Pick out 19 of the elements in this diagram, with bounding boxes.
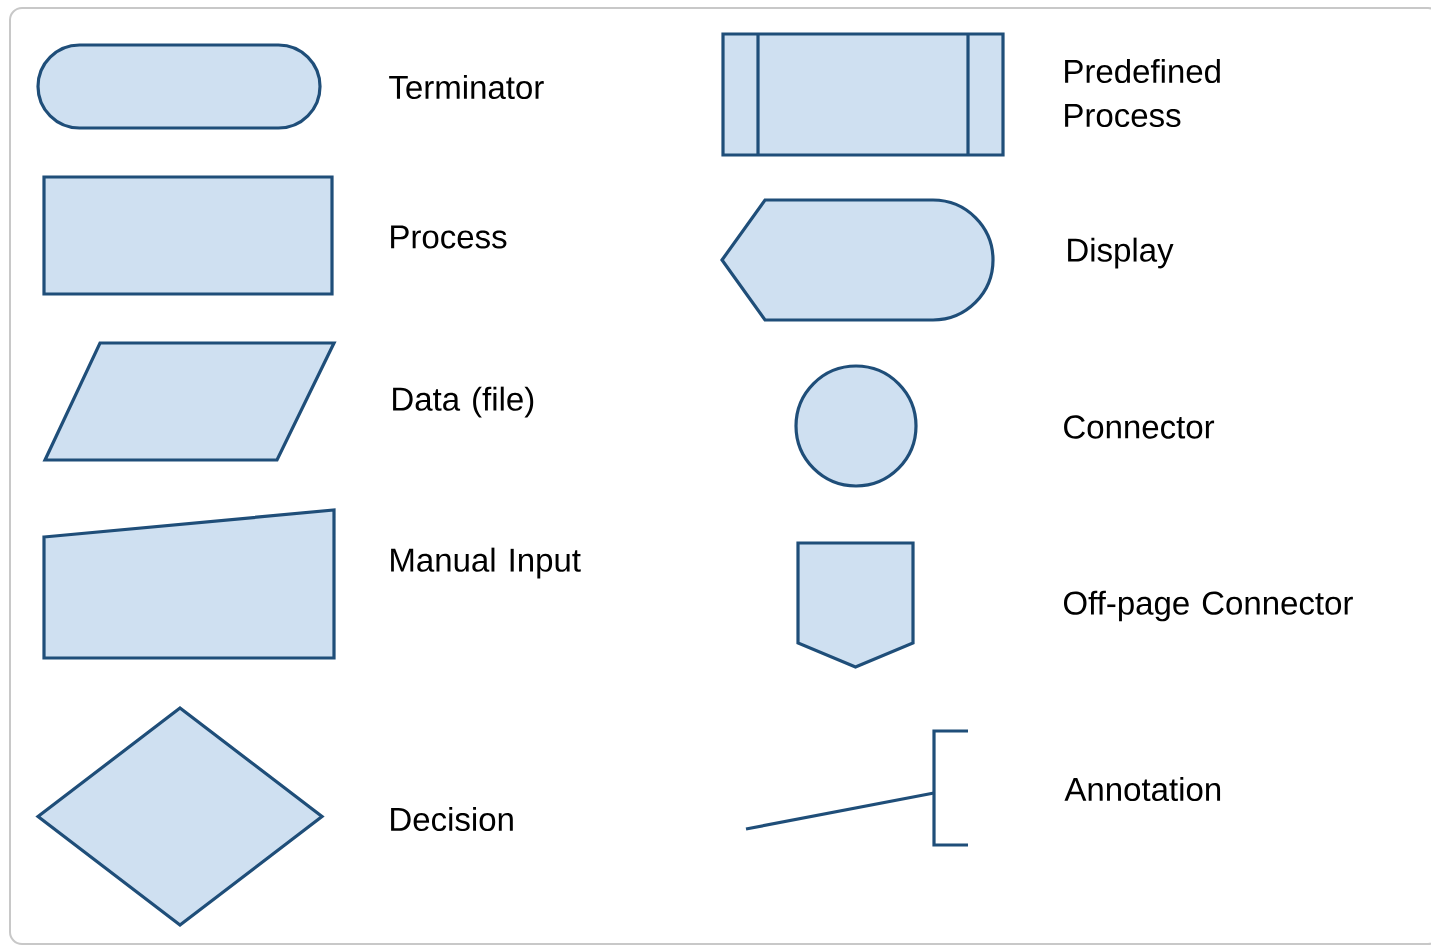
pentagon-symbol <box>796 541 915 669</box>
symbol-label: Process <box>391 225 507 249</box>
symbol-label: Connector <box>1064 415 1215 439</box>
predefined-symbol <box>721 32 1005 157</box>
symbol-label: Decision <box>391 806 513 832</box>
trapezoid-symbol <box>42 508 336 660</box>
symbol-label: Manual Input <box>391 547 581 579</box>
display-symbol <box>720 198 995 322</box>
bracket-symbol <box>932 729 968 847</box>
symbol-label: Off-page Connector <box>1063 590 1353 622</box>
symbol-label: Data (file) <box>393 386 534 418</box>
circle-symbol <box>794 364 918 488</box>
symbol-label: Annotation <box>1064 776 1221 802</box>
symbol-label: Display <box>1068 237 1174 269</box>
box-symbol <box>42 175 334 296</box>
symbol-label: Terminator <box>389 74 544 100</box>
symbol-label: Predefined Process <box>1065 58 1220 128</box>
terminator-symbol <box>36 43 322 130</box>
leader-line <box>745 791 935 831</box>
